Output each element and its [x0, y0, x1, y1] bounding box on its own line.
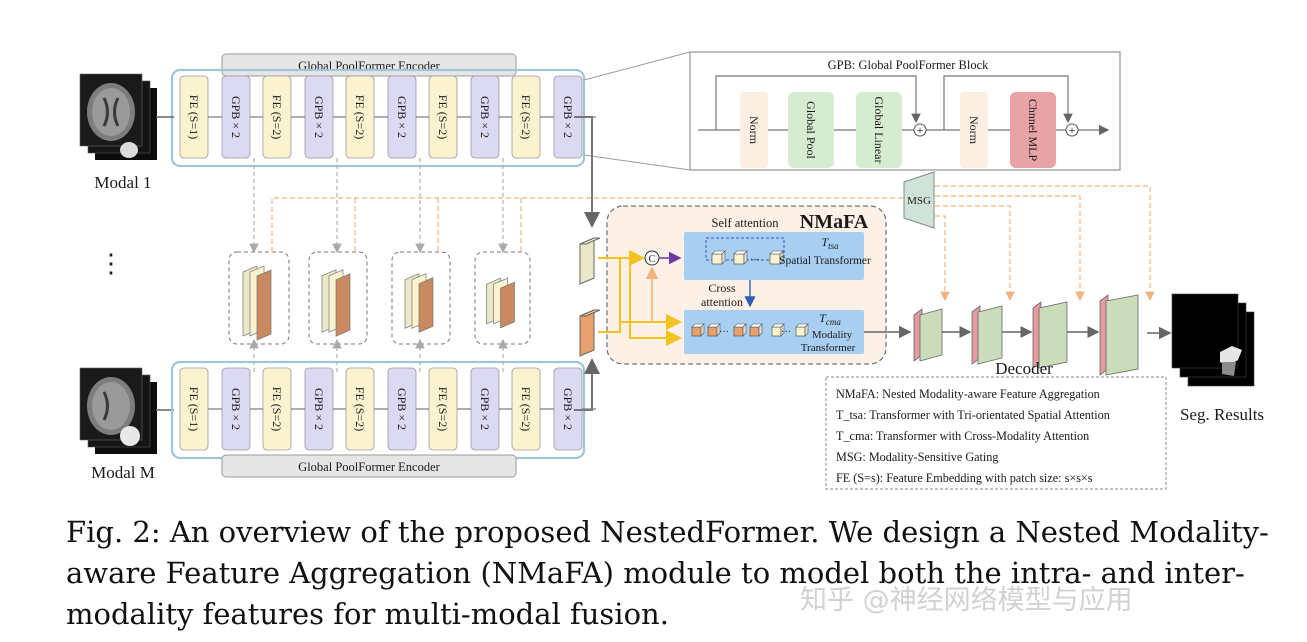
- modality-token-1: [579, 237, 601, 285]
- gpb-norm-1: [740, 92, 768, 168]
- modal-1-label: Modal 1: [94, 173, 151, 192]
- gpb-block-detail: GPB: Global PoolFormer Block Norm Global…: [689, 51, 1121, 171]
- modal-1-mri-stack: [79, 73, 157, 160]
- gpb-global-pool: [788, 92, 834, 168]
- top-gpb-label-3: GPB × 2: [395, 96, 409, 138]
- bottom-fe-label-3: FE (S=2): [353, 387, 367, 431]
- legend-item-msg: MSG: Modality-Sensitive Gating: [836, 450, 999, 464]
- bottom-encoder-title-box: [221, 454, 517, 478]
- token-cube: [691, 326, 702, 337]
- cma-ellipsis-2: ···: [781, 327, 791, 338]
- top-fe-label-3: FE (S=2): [353, 95, 367, 139]
- modal-m-mri-stack: [79, 367, 157, 454]
- token-cube: [795, 326, 806, 337]
- top-fe-label-1: FE (S=1): [187, 95, 201, 139]
- fused-stack-frame-1: [228, 251, 290, 345]
- token-cube: [733, 253, 745, 265]
- fused-feature-stacks: [228, 251, 531, 345]
- tsa-ellipsis: ···: [750, 255, 760, 266]
- svg-text:Global Linear: Global Linear: [872, 97, 886, 164]
- seg-results-label: Seg. Results: [1180, 405, 1264, 424]
- legend-item-tsa: T_tsa: Transformer with Tri-orientated S…: [836, 408, 1110, 422]
- bottom-fe-label-4: FE (S=2): [436, 387, 450, 431]
- legend-item-fe: FE (S=s): Feature Embedding with patch s…: [836, 471, 1093, 485]
- svg-text:+: +: [1069, 123, 1076, 137]
- fused-feature-slab: [335, 273, 351, 337]
- bottom-fe-label-1: FE (S=1): [187, 387, 201, 431]
- bottom-gpb-label-5: GPB × 2: [561, 388, 575, 430]
- bottom-gpb-label-1: GPB × 2: [229, 388, 243, 430]
- figure-caption: Fig. 2: An overview of the proposed Nest…: [66, 515, 1269, 631]
- token-cube: [711, 253, 723, 265]
- svg-text:Global Pool: Global Pool: [804, 101, 818, 159]
- legend: NMaFA: Nested Modality-aware Feature Agg…: [825, 376, 1167, 490]
- top-fe-label-4: FE (S=2): [436, 95, 450, 139]
- top-gpb-label-5: GPB × 2: [561, 96, 575, 138]
- top-fe-label-5: FE (S=2): [519, 95, 533, 139]
- bottom-encoder: Global PoolFormer Encoder FE (S=1) GPB × …: [170, 360, 596, 478]
- top-gpb-label-4: GPB × 2: [478, 96, 492, 138]
- bottom-fe-label-5: FE (S=2): [519, 387, 533, 431]
- decoder-label: Decoder: [995, 359, 1053, 378]
- svg-text:MSG: MSG: [907, 195, 931, 207]
- gpb-channel-mlp: [1010, 92, 1056, 168]
- msg-gate: MSG: [903, 171, 935, 229]
- watermark: 知乎 @神经网络模型与应用: [800, 585, 1133, 616]
- legend-item-nmafa: NMaFA: Nested Modality-aware Feature Agg…: [836, 387, 1100, 401]
- svg-text:+: +: [917, 123, 924, 137]
- bottom-encoder-title: Global PoolFormer Encoder: [298, 460, 440, 474]
- svg-text:Chnnel MLP: Chnnel MLP: [1026, 99, 1040, 162]
- fused-feature-slab: [256, 269, 272, 341]
- top-encoder: Global PoolFormer Encoder FE (S=1)GPB × …: [170, 53, 596, 168]
- top-gpb-label-1: GPB × 2: [229, 96, 243, 138]
- svg-text:Norm: Norm: [967, 116, 981, 145]
- bottom-fe-label-2: FE (S=2): [270, 387, 284, 431]
- fused-feature-slab: [418, 277, 434, 333]
- svg-text:C: C: [649, 254, 656, 265]
- token-cube: [771, 326, 782, 337]
- token-cube: [733, 326, 744, 337]
- gpb-block-title: GPB: Global PoolFormer Block: [828, 58, 990, 72]
- legend-item-cma: T_cma: Transformer with Cross-Modality A…: [836, 429, 1089, 443]
- gpb-global-linear: [856, 92, 902, 168]
- decoder-green-slab-1: [919, 308, 943, 362]
- decoder-green-slab-4: [1105, 294, 1139, 376]
- modality-ellipsis: ⋮: [98, 249, 124, 278]
- modal-m-label: Modal M: [91, 463, 155, 482]
- decoder-green-slab-2: [977, 305, 1003, 365]
- self-attention-label: Self attention: [712, 216, 780, 230]
- top-gpb-label-2: GPB × 2: [312, 96, 326, 138]
- svg-text:Norm: Norm: [747, 116, 761, 145]
- gpb-norm-2: [960, 92, 988, 168]
- fused-feature-slab: [500, 281, 515, 329]
- nmafa-module: NMaFA Self attention ··· Ttsa Spatial Tr…: [598, 205, 887, 365]
- spatial-transformer-label: Spatial Transformer: [779, 255, 871, 267]
- token-cube: [749, 326, 760, 337]
- bottom-gpb-label-2: GPB × 2: [312, 388, 326, 430]
- bottom-gpb-label-4: GPB × 2: [478, 388, 492, 430]
- bottom-gpb-label-3: GPB × 2: [395, 388, 409, 430]
- cma-ellipsis: ···: [719, 327, 729, 338]
- top-fe-label-2: FE (S=2): [270, 95, 284, 139]
- token-cube: [707, 326, 718, 337]
- nmafa-title: NMaFA: [800, 211, 869, 233]
- decoder: [913, 294, 1139, 376]
- decoder-green-slab-3: [1038, 301, 1068, 369]
- modality-token-m: [579, 309, 601, 357]
- segmentation-output: [1171, 293, 1255, 387]
